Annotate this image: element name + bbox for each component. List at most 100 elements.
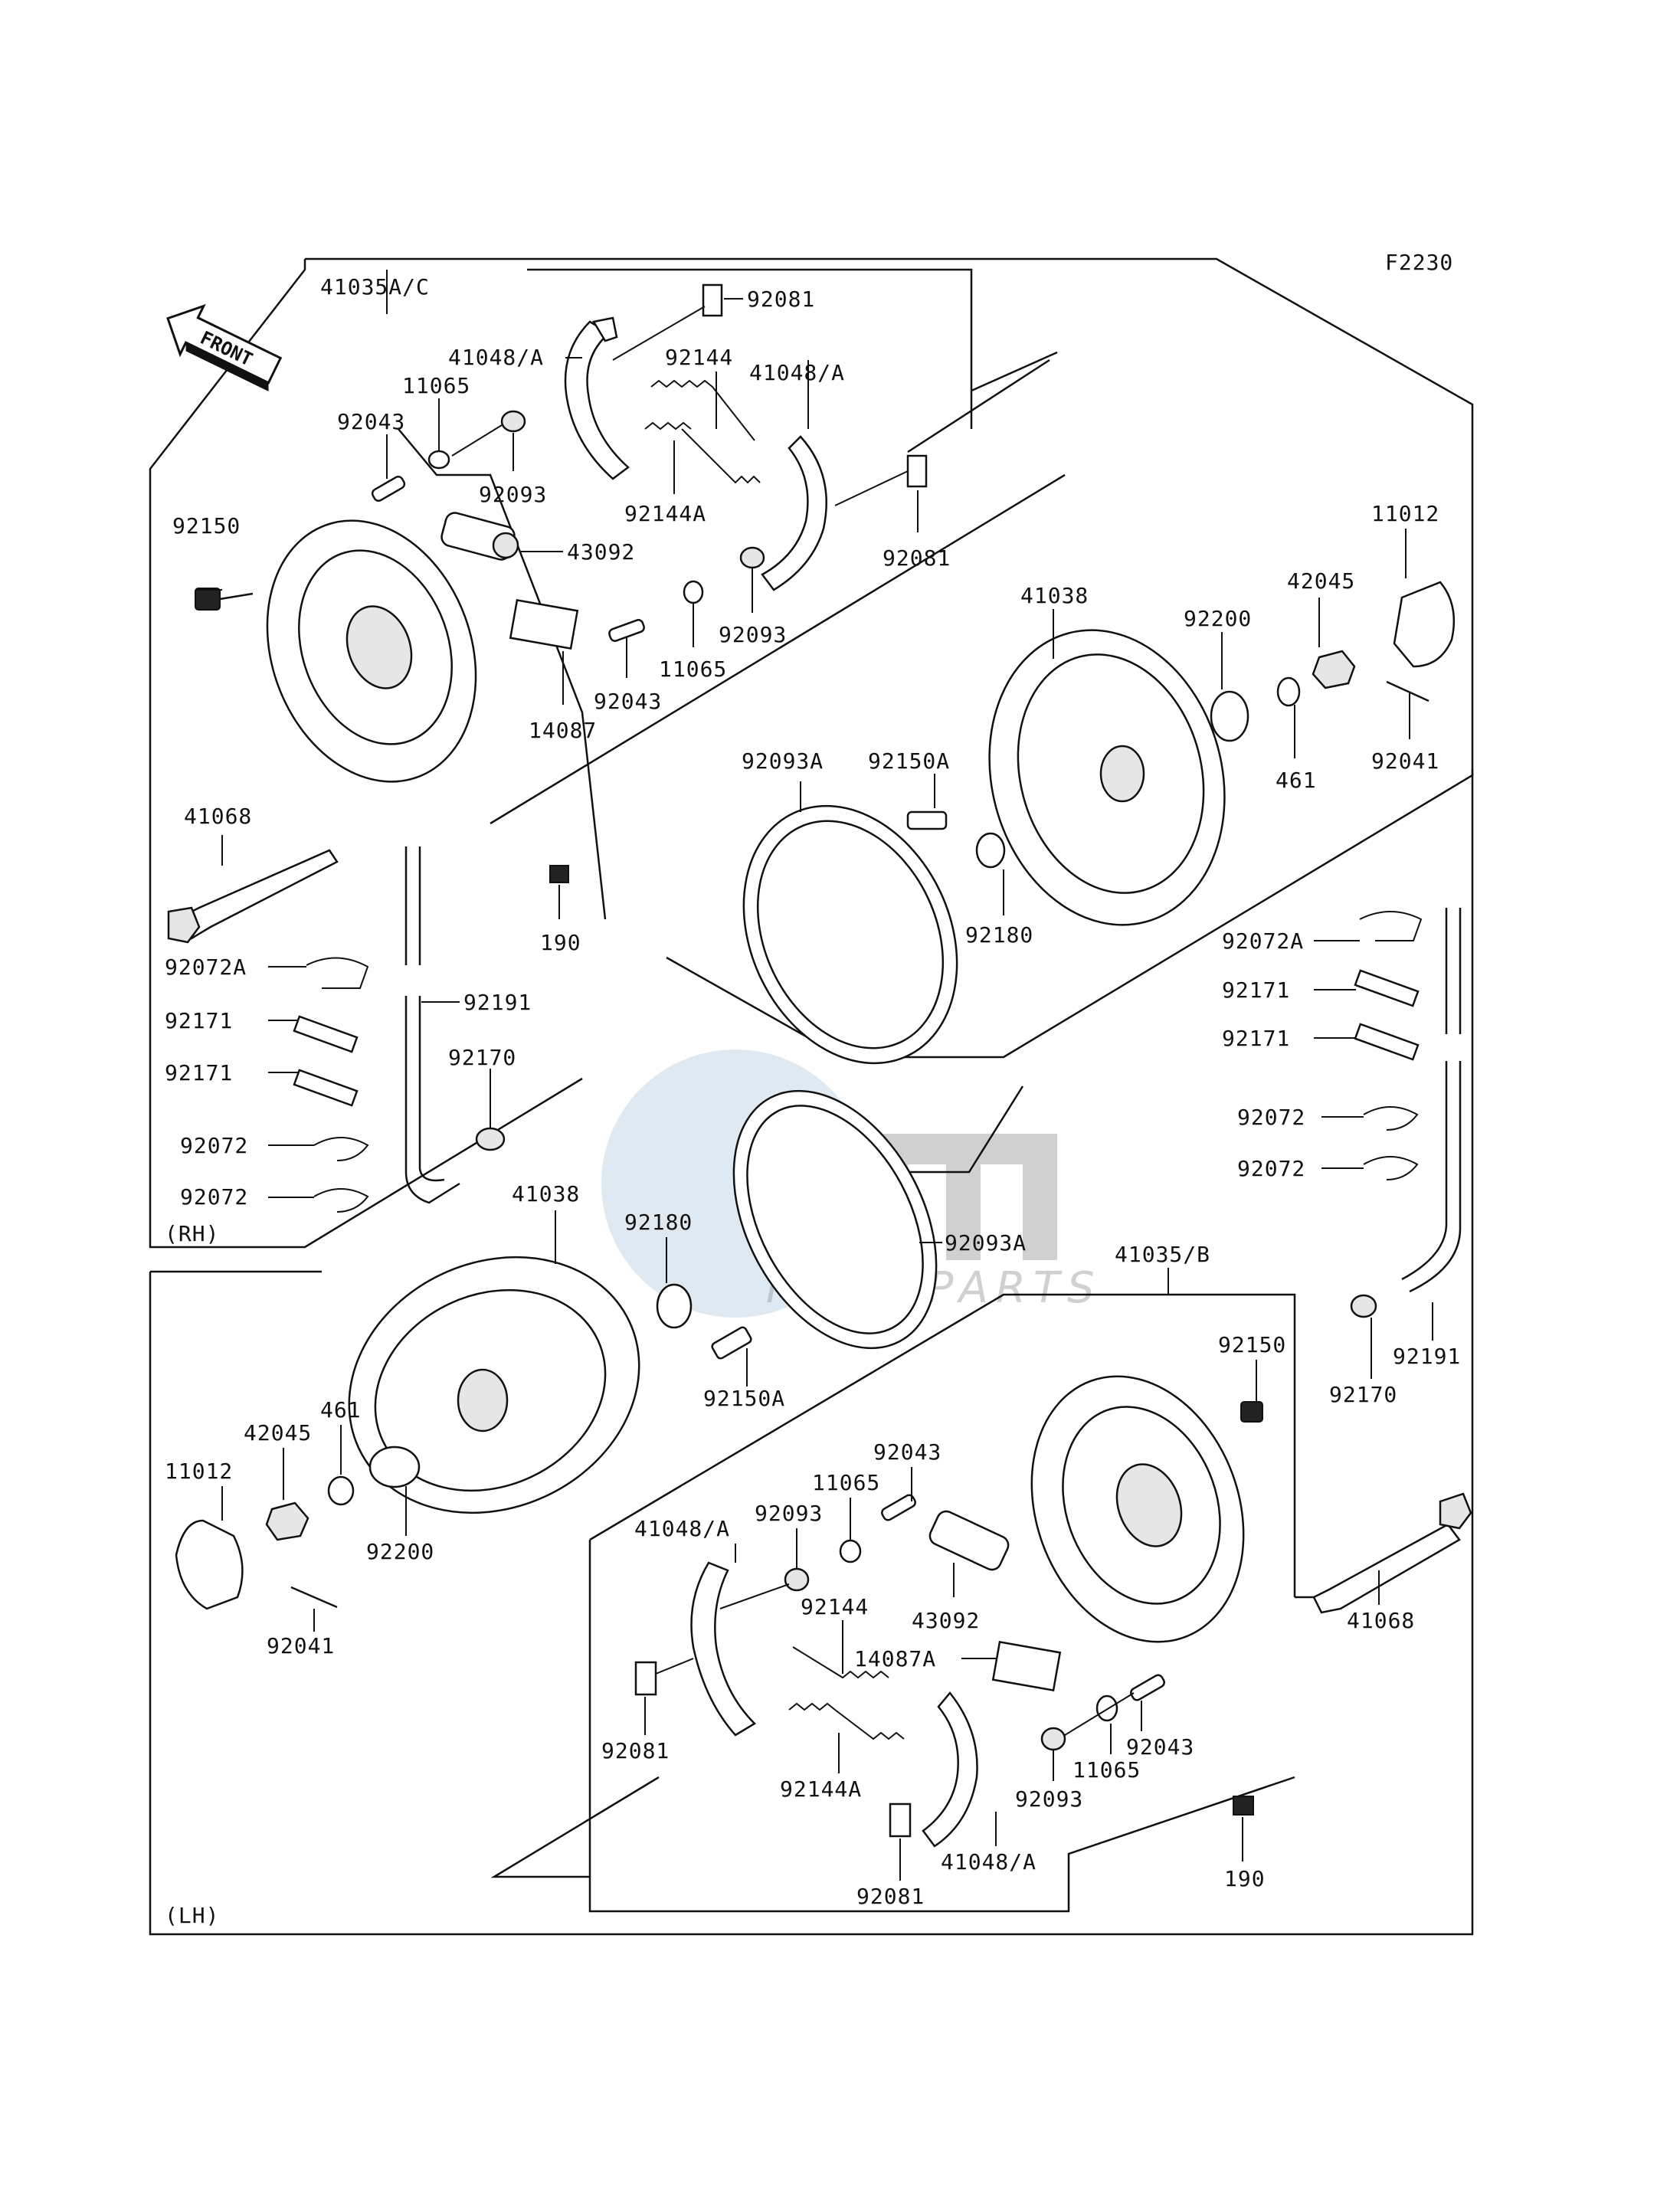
rh-clamp-a bbox=[306, 957, 369, 989]
rh-washer-small bbox=[1276, 676, 1301, 707]
lh-parts bbox=[175, 1089, 1472, 1848]
lh-pin-top bbox=[881, 1494, 916, 1521]
label-rh-shaft: 41068 bbox=[184, 804, 252, 829]
rh-cylinder-port bbox=[492, 532, 519, 559]
rh-backing-plate-hub bbox=[345, 605, 413, 689]
lh-wheel-cylinder bbox=[928, 1510, 1010, 1571]
lh-castle-nut bbox=[265, 1501, 309, 1541]
label-rh-spring-a: 92144A bbox=[624, 501, 706, 526]
label-lh-hose: 92191 bbox=[1393, 1344, 1461, 1369]
rh-right-clamp-2 bbox=[1363, 1156, 1419, 1180]
rh-nut-left bbox=[500, 410, 526, 433]
lh-washer-bottom bbox=[1095, 1694, 1118, 1722]
separator-arrow bbox=[889, 1085, 1024, 1174]
label-rh-washer-right: 11065 bbox=[659, 656, 727, 682]
lh-bleed bbox=[1233, 1796, 1254, 1816]
lh-pin-bottom bbox=[1130, 1674, 1165, 1701]
rh-spring bbox=[650, 379, 755, 441]
rh-hub-bolt bbox=[906, 810, 948, 830]
rh-shoe-top-web bbox=[592, 316, 618, 342]
lh-washer-top bbox=[839, 1539, 862, 1563]
lh-shoe-bottom bbox=[922, 1691, 978, 1848]
lh-shaft bbox=[1312, 1523, 1461, 1614]
rh-seal-ring-inner bbox=[756, 820, 945, 1049]
front-arrow-shape bbox=[166, 303, 283, 385]
lh-hose-clip bbox=[1350, 1294, 1377, 1318]
rh-shaft-nut bbox=[167, 906, 201, 944]
rh-washer-right bbox=[683, 580, 704, 604]
label-rh-seal-ring: 92093A bbox=[742, 748, 824, 774]
lh-washer-big bbox=[368, 1446, 421, 1488]
label-lh-assembly: 41035/B bbox=[1115, 1242, 1210, 1267]
rh-shoe-right bbox=[761, 435, 827, 591]
rh-shaft bbox=[175, 849, 339, 940]
rh-nut-right bbox=[739, 546, 765, 569]
label-rh-clamp-2: 92072 bbox=[180, 1184, 248, 1210]
rh-inner-diag bbox=[971, 351, 1058, 392]
rh-frame-top bbox=[305, 257, 1474, 769]
rh-clamp-1 bbox=[313, 1137, 369, 1161]
rh-clip-right bbox=[906, 454, 928, 488]
label-lh-bolt: 92150 bbox=[1218, 1332, 1286, 1357]
section-label-lh: (LH) bbox=[165, 1903, 219, 1928]
label-rr-clamp-1: 92072 bbox=[1237, 1105, 1305, 1130]
frames bbox=[149, 257, 1474, 1936]
rh-bleed bbox=[549, 865, 569, 883]
label-lh-clip-bottom: 92081 bbox=[856, 1884, 925, 1909]
label-lh-plate: 14087A bbox=[854, 1646, 936, 1671]
label-lh-cotter: 92041 bbox=[267, 1633, 335, 1658]
label-lh-hose-clip: 92170 bbox=[1329, 1382, 1397, 1407]
label-lh-spring: 92144 bbox=[801, 1594, 869, 1619]
label-lh-pin-bottom: 92043 bbox=[1126, 1734, 1194, 1760]
figure-code: F2230 bbox=[1385, 250, 1453, 275]
lh-clip-bottom bbox=[889, 1802, 912, 1838]
label-rh-cotter: 92041 bbox=[1371, 748, 1439, 774]
label-lh-drum: 41038 bbox=[512, 1181, 580, 1207]
label-rh-cylinder: 43092 bbox=[567, 539, 635, 565]
lh-hose-lower bbox=[1401, 1061, 1462, 1293]
label-rr-band-1: 92171 bbox=[1222, 977, 1290, 1003]
rh-cotter bbox=[1386, 680, 1429, 702]
label-lh-washer-top: 11065 bbox=[812, 1470, 880, 1495]
rh-band-1 bbox=[293, 1015, 359, 1053]
label-lh-washer-bottom: 11065 bbox=[1073, 1757, 1141, 1783]
rh-hardware-line-1 bbox=[451, 424, 503, 457]
label-rr-clamp-2: 92072 bbox=[1237, 1156, 1305, 1181]
lh-spring-a bbox=[788, 1702, 905, 1740]
label-rh-band-2: 92171 bbox=[165, 1060, 233, 1085]
rh-washer-big bbox=[1210, 690, 1249, 742]
rh-spring-a bbox=[644, 421, 761, 484]
rh-shoe-top bbox=[564, 320, 630, 480]
label-rh-bolt: 92150 bbox=[172, 513, 241, 539]
rh-plate bbox=[509, 598, 579, 650]
rh-o-ring bbox=[975, 832, 1006, 869]
rh-hose-clip bbox=[475, 1127, 506, 1151]
label-rh-assembly: 41035A/C bbox=[320, 274, 430, 300]
labels: F2230 (RH) (LH) 41035A/C 92081 41048/A 9… bbox=[165, 250, 1461, 1928]
label-rr-clamp-a: 92072A bbox=[1222, 928, 1304, 954]
label-lh-shaft: 41068 bbox=[1347, 1608, 1415, 1633]
rh-right-clamp-a bbox=[1359, 911, 1423, 941]
label-rh-band-1: 92171 bbox=[165, 1008, 233, 1033]
lh-o-ring bbox=[656, 1283, 693, 1329]
rh-inner-box bbox=[527, 268, 973, 429]
lh-backing-plate-hub bbox=[1115, 1463, 1183, 1547]
lh-washer-small bbox=[327, 1475, 355, 1506]
label-lh-o-ring: 92180 bbox=[624, 1210, 693, 1235]
rh-bolt-shank bbox=[219, 592, 254, 601]
lh-hardware-line bbox=[1064, 1692, 1135, 1736]
lh-shoe-left bbox=[690, 1561, 757, 1737]
front-arrow: FRONT bbox=[166, 303, 283, 391]
lh-hose-upper bbox=[1445, 908, 1462, 1034]
label-rh-washer-small: 461 bbox=[1276, 768, 1317, 793]
label-lh-spring-a: 92144A bbox=[780, 1776, 862, 1802]
label-lh-castle-nut: 42045 bbox=[244, 1420, 312, 1446]
label-lh-seal-ring: 92093A bbox=[945, 1230, 1027, 1256]
rh-right-parts bbox=[1354, 908, 1462, 1293]
rh-castle-nut bbox=[1312, 650, 1356, 689]
label-lh-hub-bolt: 92150A bbox=[703, 1386, 785, 1411]
lh-inner-box bbox=[588, 1540, 1295, 1913]
lh-nut-bottom bbox=[1040, 1727, 1066, 1751]
